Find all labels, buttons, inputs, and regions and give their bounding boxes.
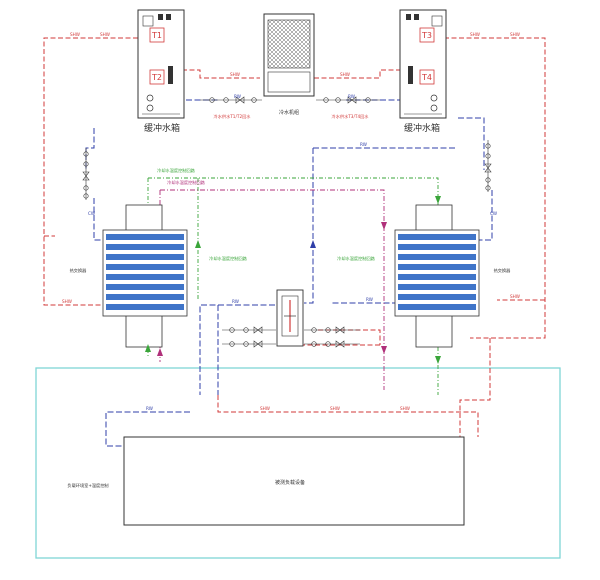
supply-label-5: SHW — [230, 72, 240, 77]
flow-arrows — [145, 196, 441, 364]
supply-label-2: SHW — [100, 32, 110, 37]
left-tank-t1-label: T1 — [151, 31, 162, 40]
note-top-right: 冷水供水T3/T4回水 — [332, 113, 370, 120]
return-label-1: RW — [232, 299, 239, 304]
green-pipes — [147, 177, 439, 395]
left-heat-exchanger — [102, 204, 188, 348]
left-vertical-valve-train — [82, 148, 90, 200]
right-vertical-valve-train — [484, 140, 492, 192]
supply-label-7: SHW — [260, 406, 270, 411]
return-label-3: RW — [146, 406, 153, 411]
load-device-caption: 被测负载设备 — [275, 479, 305, 486]
supply-label-11: SHW — [510, 294, 520, 299]
supply-label-6: SHW — [340, 72, 350, 77]
supply-label-8: SHW — [330, 406, 340, 411]
left-tank-t2-label: T2 — [151, 73, 162, 82]
left-buffer-tank — [137, 9, 185, 119]
supply-label-3: SHW — [470, 32, 480, 37]
right-buffer-tank — [399, 9, 447, 119]
pipe-labels-cw: CW CW — [88, 211, 497, 216]
right-tank-t3-label: T3 — [421, 31, 432, 40]
chiller-caption: 冷水机组 — [279, 109, 299, 116]
cw-label-1: CW — [88, 211, 95, 216]
left-hx-caption: 热交换器 — [70, 267, 88, 274]
center-mixing-valve — [276, 289, 304, 347]
return-label-6: RW — [348, 94, 355, 99]
pipe-labels-supply: SHW SHW SHW SHW SHW SHW SHW SHW SHW SHW … — [62, 32, 520, 411]
return-label-2: RW — [366, 297, 373, 302]
supply-pipes — [43, 37, 546, 440]
note-mid-left: 冷却水温度控制回路 — [209, 255, 248, 262]
cw-label-2: CW — [490, 211, 497, 216]
chiller-valve-train-left — [200, 96, 262, 104]
chiller-valve-train-right — [316, 96, 380, 104]
supply-label-10: SHW — [62, 299, 72, 304]
note-top-left: 冷水供水T1/T2回水 — [214, 113, 252, 120]
supply-label-1: SHW — [70, 32, 80, 37]
chiller-unit — [263, 13, 315, 97]
supply-label-4: SHW — [510, 32, 520, 37]
right-tank-t4-label: T4 — [421, 73, 432, 82]
note-purple-header: 冷却水温度控制回路 — [167, 179, 206, 186]
room-caption: 负载环境室+温度控制 — [67, 482, 108, 489]
pipe-labels-return: RW RW RW RW RW RW — [146, 94, 373, 411]
load-device-box — [123, 436, 465, 526]
mixer-valve-train-right — [304, 326, 360, 348]
supply-label-9: SHW — [400, 406, 410, 411]
purple-pipes — [159, 189, 385, 390]
right-hx-caption: 热交换器 — [494, 267, 512, 274]
right-tank-caption: 缓冲水箱 — [404, 122, 440, 134]
return-label-4: RW — [360, 142, 367, 147]
note-green-header: 冷却水温度控制回路 — [157, 167, 196, 174]
right-heat-exchanger — [394, 204, 480, 348]
left-tank-caption: 缓冲水箱 — [144, 122, 180, 134]
note-mid-right: 冷却水温度控制回路 — [337, 255, 376, 262]
environment-room-frame — [35, 367, 561, 559]
return-label-5: RW — [234, 94, 241, 99]
mixer-valve-train-left — [222, 326, 276, 348]
